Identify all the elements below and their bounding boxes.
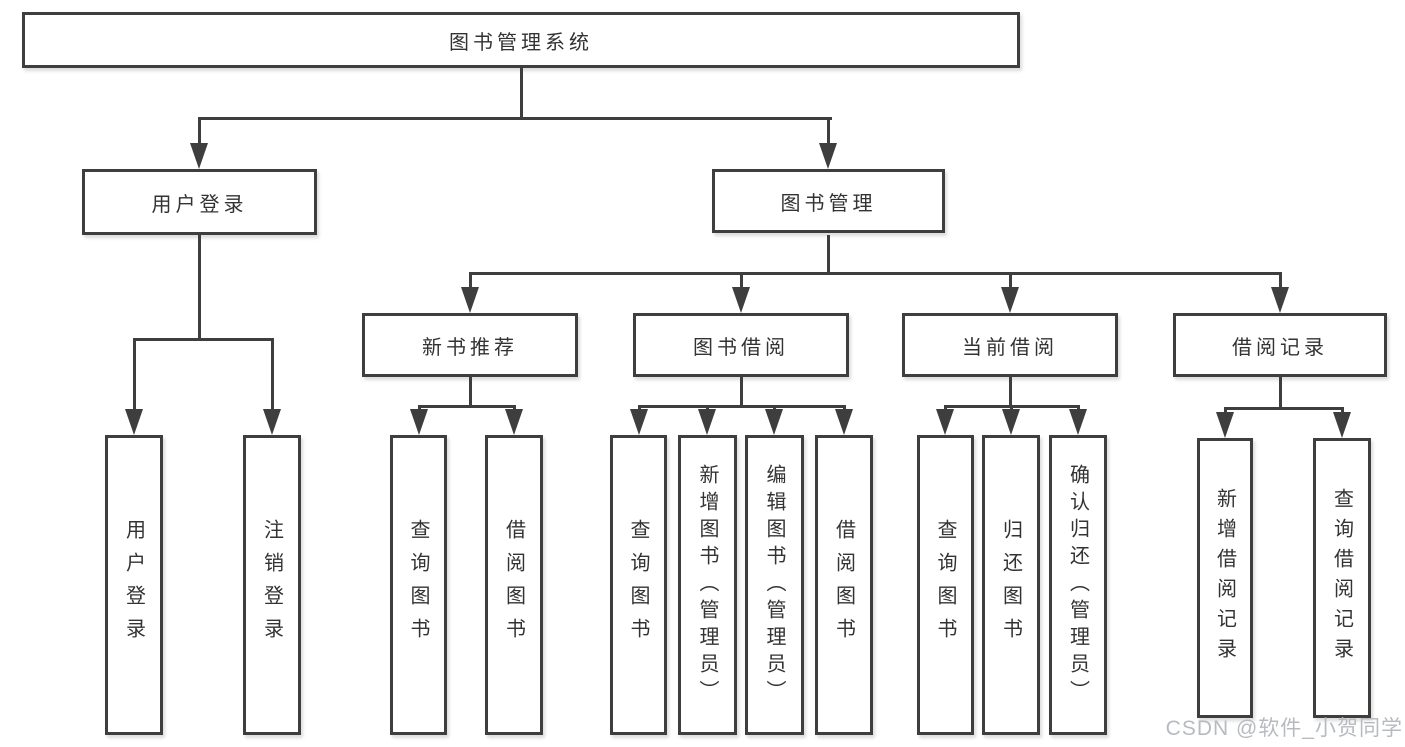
leaf-logout-label: 注销登录	[260, 519, 283, 651]
connector-line	[1009, 377, 1012, 405]
leaf-query-books-3: 查询图书	[917, 435, 974, 735]
node-new-book-recommendation-label: 新书推荐	[422, 336, 518, 359]
arrow-down-icon	[698, 409, 716, 435]
arrow-down-icon	[732, 287, 750, 313]
leaf-query-books-1-label: 查询图书	[407, 519, 429, 651]
leaf-return-book: 归还图书	[982, 435, 1040, 735]
arrow-down-icon	[936, 409, 954, 435]
connector-line	[198, 117, 201, 145]
leaf-confirm-return-admin-label: 确认归还（管理员）	[1066, 463, 1089, 707]
node-library-system: 图书管理系统	[22, 12, 1020, 68]
leaf-borrow-books-2: 借阅图书	[815, 435, 873, 735]
arrow-down-icon	[819, 143, 837, 169]
connector-line	[1009, 272, 1012, 289]
connector-line	[520, 68, 523, 117]
node-book-management: 图书管理	[712, 169, 945, 233]
connector-line	[1224, 407, 1344, 410]
node-current-borrowing: 当前借阅	[902, 313, 1118, 377]
leaf-add-book-admin-label: 新增图书（管理员）	[696, 463, 718, 707]
leaf-add-book-admin: 新增图书（管理员）	[678, 435, 737, 735]
leaf-logout: 注销登录	[243, 435, 301, 735]
leaf-add-borrow-record-label: 新增借阅记录	[1213, 488, 1236, 668]
node-user-login: 用户登录	[82, 169, 317, 235]
arrow-down-icon	[1002, 409, 1020, 435]
arrow-down-icon	[263, 409, 281, 435]
node-new-book-recommendation: 新书推荐	[362, 313, 578, 377]
leaf-edit-book-admin: 编辑图书（管理员）	[745, 435, 804, 735]
arrow-down-icon	[630, 409, 648, 435]
node-borrowing-records-label: 借阅记录	[1232, 336, 1328, 359]
leaf-borrow-books-1-label: 借阅图书	[502, 519, 525, 651]
leaf-query-books-2-label: 查询图书	[627, 519, 649, 651]
node-user-login-label: 用户登录	[151, 193, 248, 216]
connector-line	[133, 338, 136, 411]
connector-line	[198, 235, 201, 338]
leaf-query-books-1: 查询图书	[390, 435, 447, 735]
csdn-watermark: CSDN @软件_小贺同学	[1165, 717, 1403, 740]
node-current-borrowing-label: 当前借阅	[962, 336, 1058, 359]
leaf-user-login: 用户登录	[105, 435, 163, 735]
arrow-down-icon	[835, 409, 853, 435]
connector-line	[1279, 377, 1282, 407]
connector-line	[740, 272, 743, 289]
node-library-system-label: 图书管理系统	[449, 31, 593, 54]
leaf-edit-book-admin-label: 编辑图书（管理员）	[763, 463, 785, 707]
connector-line	[1224, 407, 1227, 415]
connector-line	[740, 377, 743, 405]
connector-line	[827, 235, 830, 272]
connector-line	[133, 338, 274, 341]
arrow-down-icon	[1216, 412, 1234, 438]
connector-line	[271, 338, 274, 411]
node-borrowing-records: 借阅记录	[1173, 313, 1387, 377]
connector-line	[1341, 407, 1344, 415]
node-book-borrowing-label: 图书借阅	[693, 336, 789, 359]
node-book-borrowing: 图书借阅	[633, 313, 849, 377]
connector-line	[827, 117, 830, 145]
leaf-query-borrow-record: 查询借阅记录	[1313, 438, 1371, 718]
connector-line	[638, 405, 846, 408]
leaf-query-borrow-record-label: 查询借阅记录	[1330, 488, 1353, 668]
arrow-down-icon	[190, 143, 208, 169]
leaf-borrow-books-1: 借阅图书	[485, 435, 543, 735]
arrow-down-icon	[765, 409, 783, 435]
connector-line	[469, 272, 1282, 275]
leaf-confirm-return-admin: 确认归还（管理员）	[1049, 435, 1107, 735]
leaf-return-book-label: 归还图书	[999, 519, 1022, 651]
arrow-down-icon	[461, 287, 479, 313]
arrow-down-icon	[505, 409, 523, 435]
connector-line	[1279, 272, 1282, 289]
arrow-down-icon	[125, 409, 143, 435]
leaf-borrow-books-2-label: 借阅图书	[832, 519, 855, 651]
arrow-down-icon	[1069, 409, 1087, 435]
connector-line	[469, 377, 472, 405]
arrow-down-icon	[1333, 412, 1351, 438]
leaf-query-books-2: 查询图书	[610, 435, 667, 735]
connector-line	[418, 405, 516, 408]
node-book-management-label: 图书管理	[780, 192, 877, 215]
connector-line	[469, 272, 472, 289]
leaf-add-borrow-record: 新增借阅记录	[1197, 438, 1253, 718]
leaf-query-books-3-label: 查询图书	[934, 519, 956, 651]
leaf-user-login-label: 用户登录	[122, 519, 145, 651]
connector-line	[198, 117, 832, 120]
arrow-down-icon	[410, 409, 428, 435]
arrow-down-icon	[1001, 287, 1019, 313]
arrow-down-icon	[1271, 287, 1289, 313]
